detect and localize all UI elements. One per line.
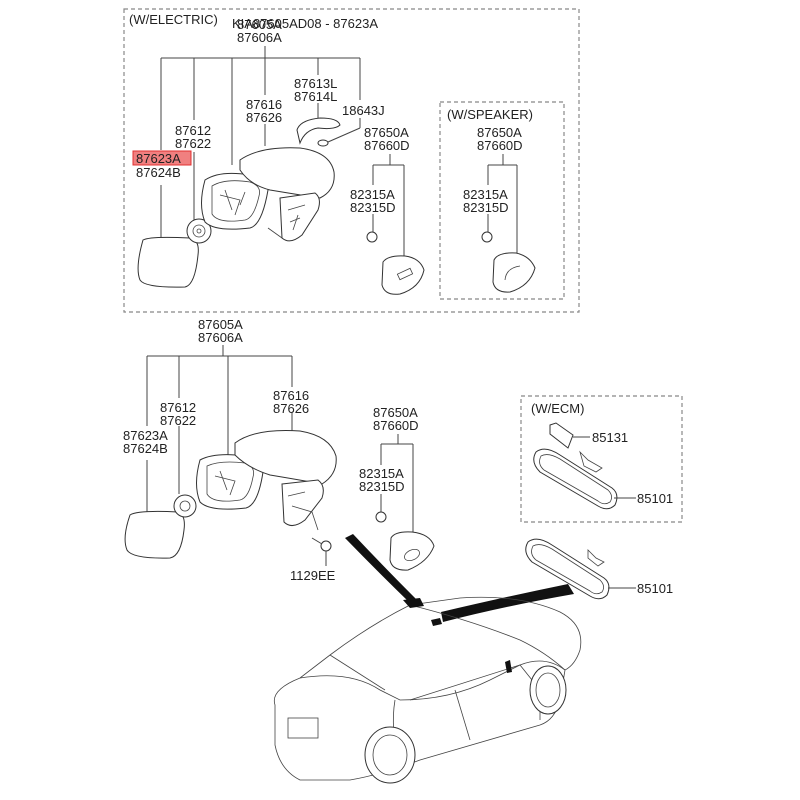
inside-mirror-drawing (525, 538, 636, 600)
manual-bolt-label[interactable]: 1129EE (290, 568, 336, 583)
electric-group-box (123, 8, 580, 313)
ecm-mirror-label[interactable]: 85101 (637, 491, 673, 506)
manual-clip-drawing (375, 511, 387, 523)
inside-mirror-location-arrow (441, 584, 574, 622)
electric-actuator-label-2[interactable]: 87622 (175, 136, 211, 151)
electric-assembly-label-2: 87606A (237, 30, 282, 45)
manual-actuator-label-1[interactable]: 87612 (160, 400, 196, 415)
manual-garnish-label-2[interactable]: 87660D (373, 418, 419, 433)
speaker-garnish-leaders (487, 154, 518, 253)
electric-cover-label-1[interactable]: 87616 (246, 97, 282, 112)
speaker-group-title: (W/SPEAKER) (447, 107, 533, 122)
manual-glass-drawing (124, 510, 185, 559)
electric-repeater-label-2[interactable]: 87614L (294, 89, 337, 104)
manual-actuator-label-2[interactable]: 87622 (160, 413, 196, 428)
overlay-title: KIA87605AD08 - 87623A (232, 16, 378, 31)
ecm-group-title: (W/ECM) (531, 401, 584, 416)
inside-mirror-label[interactable]: 85101 (637, 581, 673, 596)
electric-leader-lines (160, 46, 361, 238)
electric-garnish-drawing (381, 255, 425, 295)
repeater-lamp-drawing (296, 117, 341, 145)
manual-clip-label-1[interactable]: 82315A (359, 466, 404, 481)
manual-assembly-label-1[interactable]: 87605A (198, 317, 243, 332)
ecm-group-box (520, 395, 683, 523)
mirror-location-arrow (345, 534, 417, 604)
harness-drawing (317, 139, 329, 147)
manual-cover-label-1[interactable]: 87616 (273, 388, 309, 403)
electric-garnish-leaders (372, 154, 405, 256)
manual-actuator-drawing (173, 494, 197, 518)
highlighted-part-box (132, 150, 192, 166)
ecm-cover-label[interactable]: 85131 (592, 430, 628, 445)
speaker-clip-label-1[interactable]: 82315A (463, 187, 508, 202)
manual-assembly-label-2[interactable]: 87606A (198, 330, 243, 345)
electric-glass-label-1[interactable]: 87623A (136, 151, 181, 166)
manual-garnish-leaders (380, 434, 414, 532)
electric-cover-label-2[interactable]: 87626 (246, 110, 282, 125)
electric-actuator-label-1[interactable]: 87612 (175, 123, 211, 138)
manual-bolt-drawing (311, 537, 332, 566)
electric-clip-drawing (366, 231, 378, 243)
manual-garnish-drawing (389, 531, 435, 571)
speaker-clip-drawing (481, 231, 493, 243)
electric-assembly-label-1: 87605A (237, 17, 282, 32)
mirror-glass-drawing (137, 236, 199, 288)
manual-leader-lines (146, 345, 293, 512)
manual-glass-label-2[interactable]: 87624B (123, 441, 168, 456)
manual-glass-label-1[interactable]: 87623A (123, 428, 168, 443)
electric-repeater-label-1[interactable]: 87613L (294, 76, 337, 91)
manual-cover-label-2[interactable]: 87626 (273, 401, 309, 416)
car-drawing (273, 596, 582, 784)
manual-clip-label-2[interactable]: 82315D (359, 479, 405, 494)
mirror-housing-drawing (201, 147, 335, 242)
electric-group-title: (W/ELECTRIC) (129, 12, 218, 27)
speaker-garnish-drawing (492, 252, 536, 293)
speaker-garnish-label-1[interactable]: 87650A (477, 125, 522, 140)
ecm-cover-drawing (549, 422, 590, 449)
electric-clip-label-1[interactable]: 82315A (350, 187, 395, 202)
manual-garnish-label-1[interactable]: 87650A (373, 405, 418, 420)
ecm-mirror-drawing (533, 448, 636, 510)
electric-glass-label-2[interactable]: 87624B (136, 165, 181, 180)
electric-harness-label[interactable]: 18643J (342, 103, 385, 118)
speaker-clip-label-2[interactable]: 82315D (463, 200, 509, 215)
electric-clip-label-2[interactable]: 82315D (350, 200, 396, 215)
speaker-garnish-label-2[interactable]: 87660D (477, 138, 523, 153)
electric-garnish-label-1[interactable]: 87650A (364, 125, 409, 140)
manual-housing-drawing (196, 430, 337, 531)
electric-garnish-label-2[interactable]: 87660D (364, 138, 410, 153)
actuator-drawing (186, 218, 212, 244)
